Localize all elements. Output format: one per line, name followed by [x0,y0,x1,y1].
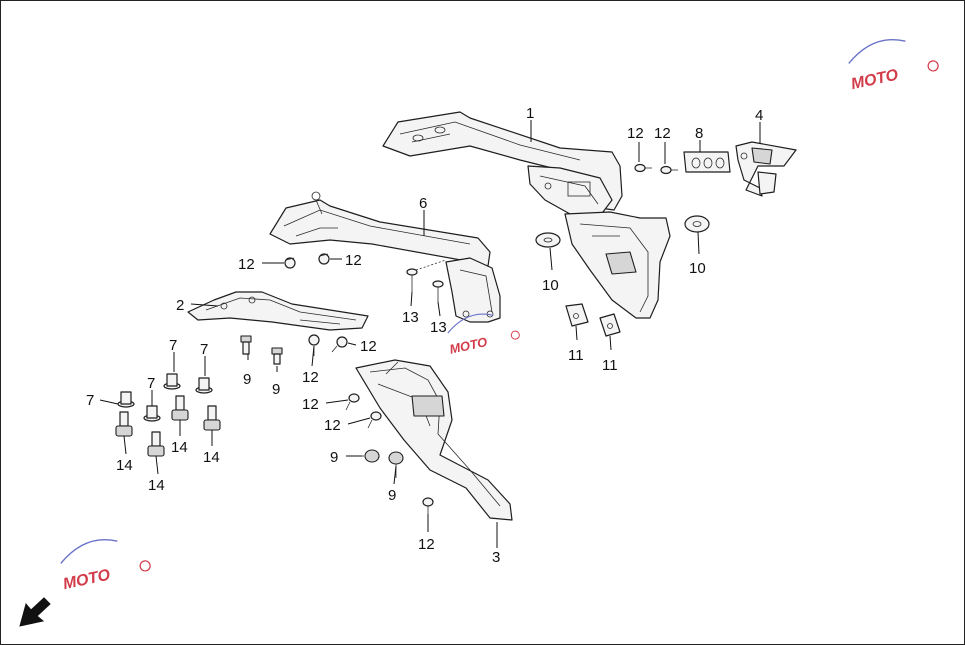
callout-12-c: 12 [238,256,255,273]
callout-6: 6 [419,195,427,212]
callout-7-d: 7 [86,392,94,409]
callout-9-d: 9 [388,487,396,504]
callout-10-b: 10 [689,260,706,277]
part-10-grommet-left [535,232,561,248]
collar-7-a [163,373,181,390]
callout-3: 3 [492,549,500,566]
callout-2: 2 [176,297,184,314]
callout-9-b: 9 [272,381,280,398]
bolt-14-d [203,405,221,431]
front-direction-arrow-icon [19,597,51,627]
screw-12-g [345,393,360,411]
part-6-subframe [269,191,501,323]
callout-14-c: 14 [148,477,165,494]
bolt-9-b [271,347,283,365]
callout-7-a: 7 [169,337,177,354]
watermark-logo-top-right: MOTO [848,38,939,93]
part-8-plate [683,151,731,173]
part-2-lower-bracket [187,291,369,331]
callout-13-a: 13 [402,309,419,326]
watermark-text: MOTO [850,66,901,93]
part-4-license-lamp [735,141,797,197]
screw-12-h [367,411,382,429]
collar-7-b [195,377,213,394]
callout-10-a: 10 [542,277,559,294]
callout-11-b: 11 [602,357,618,374]
callout-12-b: 12 [654,125,671,142]
callout-labels: 1 2 3 4 6 7 7 7 7 8 9 9 9 9 10 10 11 11 … [86,105,763,566]
callout-7-c: 7 [147,375,155,392]
bolt-9-d [388,451,404,478]
callout-12-a: 12 [627,125,644,142]
part-11-clip-left [565,303,589,327]
assembly-dashline-13 [415,259,447,271]
callout-14-d: 14 [203,449,220,466]
leader-lines [99,120,761,548]
callout-8: 8 [695,125,703,142]
screw-12-f [331,336,348,353]
rear-hugger-panel [564,211,671,319]
part-11-clip-right [599,313,621,337]
callout-7-b: 7 [200,341,208,358]
watermark-text: MOTO [62,566,113,593]
callout-9-a: 9 [243,371,251,388]
screw-12-a [634,163,652,173]
callout-12-g: 12 [302,396,319,413]
callout-12-d: 12 [345,252,362,269]
part-10-grommet-right [684,215,710,233]
collar-7-c [117,391,135,408]
screw-12-e [308,334,320,356]
screw-13-b [432,280,444,302]
part-3-rear-fender [355,359,513,521]
bolt-9-a [240,335,252,355]
bolt-14-c [147,431,165,457]
screw-13-a [406,268,418,292]
screw-12-i [422,497,434,514]
callout-9-c: 9 [330,449,338,466]
screw-12-b [660,165,678,175]
bolt-14-b [171,395,189,421]
callout-11-a: 11 [568,347,584,364]
bolt-14-a [115,411,133,437]
screw-12-d [318,253,330,265]
collar-7-d [143,405,161,422]
callout-12-h: 12 [324,417,341,434]
watermark-logo-bottom-left: MOTO [60,538,151,593]
watermark-text: MOTO [448,334,488,357]
callout-12-e: 12 [302,369,319,386]
callout-12-i: 12 [418,536,435,553]
callout-14-b: 14 [171,439,188,456]
callout-13-b: 13 [430,319,447,336]
screw-12-c [284,257,296,269]
callout-12-f: 12 [360,338,377,355]
callout-1: 1 [526,105,534,122]
part-1-rear-frame [382,111,623,217]
callout-14-a: 14 [116,457,133,474]
callout-4: 4 [755,107,763,124]
